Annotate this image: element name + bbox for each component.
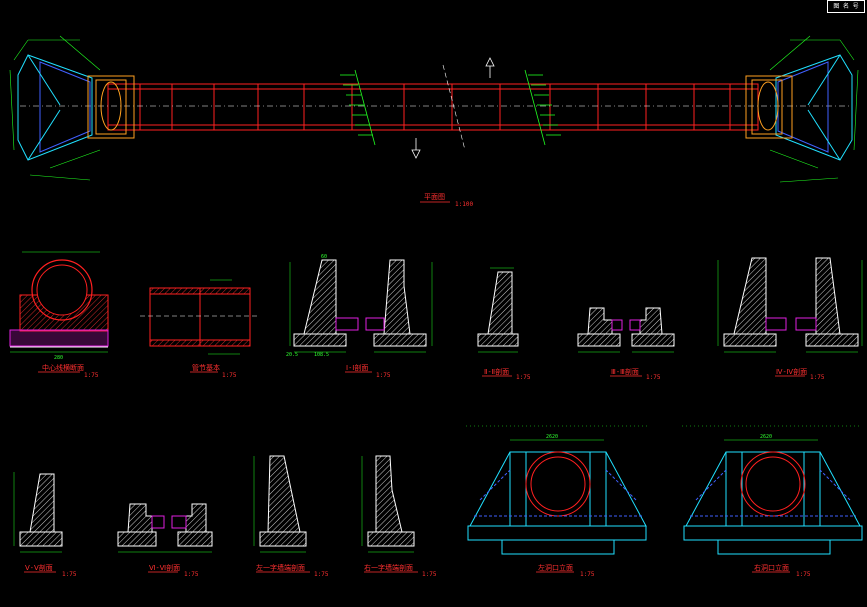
- plan-title: 平面图: [424, 193, 445, 201]
- section-scale: 1:75: [184, 571, 199, 578]
- right-headwall-plan: [745, 35, 859, 183]
- section-scale: 1:75: [796, 571, 811, 578]
- section-title: 左一字墙端剖面: [256, 563, 305, 572]
- section-title: Ⅴ-Ⅴ剖面: [25, 563, 53, 572]
- section-left-wall-end: [253, 455, 307, 553]
- culvert-pipe-plan: [107, 83, 759, 131]
- dim-elev-width: 2620: [760, 434, 772, 440]
- dim-wall-top: 60: [321, 254, 327, 260]
- section-scale: 1:75: [314, 571, 329, 578]
- section-title: Ⅳ-Ⅳ剖面: [776, 367, 807, 376]
- section-scale: 1:75: [516, 374, 531, 381]
- section-1-1: 60 20.5 108.5: [286, 254, 433, 358]
- section-2-2: [477, 267, 519, 353]
- section-5-5: [13, 472, 63, 553]
- section-title: Ⅰ-Ⅰ剖面: [346, 363, 368, 372]
- section-title: Ⅲ-Ⅲ剖面: [611, 367, 639, 376]
- section-scale: 1:75: [84, 372, 99, 379]
- section-scale: 1:75: [376, 372, 391, 379]
- section-pipe: [140, 279, 260, 355]
- left-headwall-plan: [9, 35, 135, 181]
- dim-elev-width: 2620: [546, 434, 558, 440]
- section-4-4: [717, 257, 863, 353]
- section-right-wall-end: [361, 455, 415, 553]
- dim-base-b: 108.5: [314, 352, 329, 358]
- section-scale: 1:75: [422, 571, 437, 578]
- section-title: Ⅵ-Ⅵ剖面: [149, 563, 180, 572]
- section-title: 中心线横断面: [42, 363, 84, 372]
- slope-lines: [340, 69, 561, 146]
- section-title: 左洞口立面: [538, 563, 573, 572]
- dim-base-a: 20.5: [286, 352, 298, 358]
- elevation-left: 2620: [466, 425, 648, 555]
- elevation-right: 2620: [682, 425, 863, 555]
- title-block: 图 名 号: [827, 0, 865, 13]
- section-center: 280: [9, 251, 109, 361]
- plan-scale: 1:100: [455, 201, 473, 208]
- section-title: 右洞口立面: [754, 563, 789, 572]
- section-6-6: [117, 503, 213, 553]
- section-title: 右一字墙端剖面: [364, 563, 413, 572]
- section-title: Ⅱ-Ⅱ剖面: [484, 367, 509, 376]
- section-title: 管节基本: [192, 363, 220, 372]
- road-centerline: [442, 64, 466, 151]
- section-scale: 1:75: [62, 571, 77, 578]
- section-scale: 1:75: [580, 571, 595, 578]
- section-scale: 1:75: [646, 374, 661, 381]
- north-arrow-icon: [411, 57, 495, 159]
- plan-view: 平面图 1:100: [9, 35, 859, 208]
- section-scale: 1:75: [222, 372, 237, 379]
- section-3-3: [577, 307, 675, 353]
- section-scale: 1:75: [810, 374, 825, 381]
- dim-base-width: 280: [54, 355, 63, 361]
